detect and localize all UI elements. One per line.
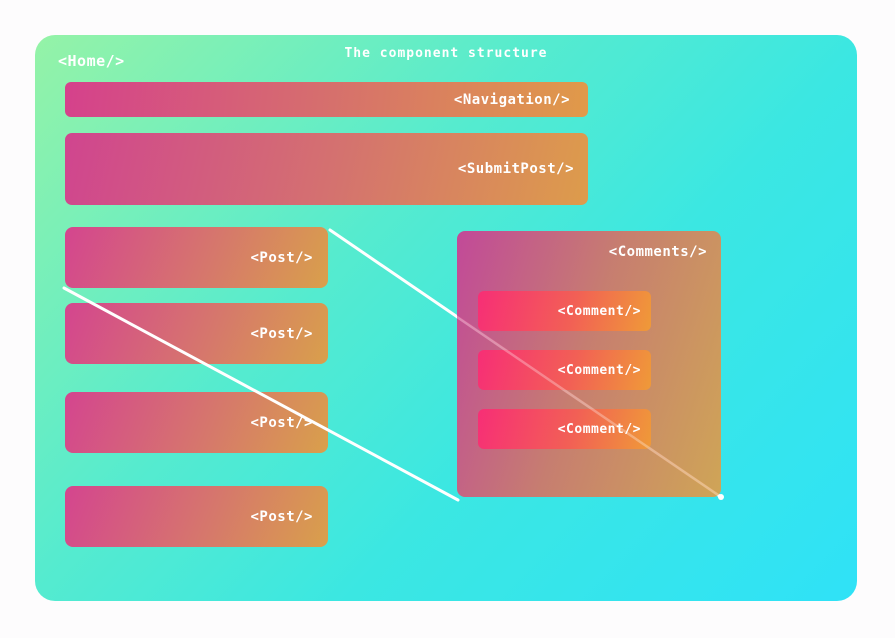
submit-post-component: <SubmitPost/> [65, 133, 588, 205]
comment-component-2: <Comment/> [478, 350, 651, 390]
navigation-component: <Navigation/> [65, 82, 588, 117]
post-component-1: <Post/> [65, 227, 328, 288]
post-component-2: <Post/> [65, 303, 328, 364]
post-component-4: <Post/> [65, 486, 328, 547]
post-component-label: <Post/> [250, 414, 313, 431]
comment-component-label: <Comment/> [557, 362, 641, 378]
comment-component-3: <Comment/> [478, 409, 651, 449]
post-component-3: <Post/> [65, 392, 328, 453]
comments-component-label: <Comments/> [608, 244, 707, 260]
navigation-component-label: <Navigation/> [453, 91, 570, 108]
post-component-label: <Post/> [250, 325, 313, 342]
comments-component: <Comments/> <Comment/> <Comment/> <Comme… [457, 231, 721, 497]
comment-component-label: <Comment/> [557, 303, 641, 319]
post-component-label: <Post/> [250, 249, 313, 266]
comment-component-1: <Comment/> [478, 291, 651, 331]
diagram-title: The component structure [344, 46, 548, 61]
home-component-label: <Home/> [58, 52, 125, 70]
post-component-label: <Post/> [250, 508, 313, 525]
comment-component-label: <Comment/> [557, 421, 641, 437]
submit-post-component-label: <SubmitPost/> [457, 161, 574, 177]
